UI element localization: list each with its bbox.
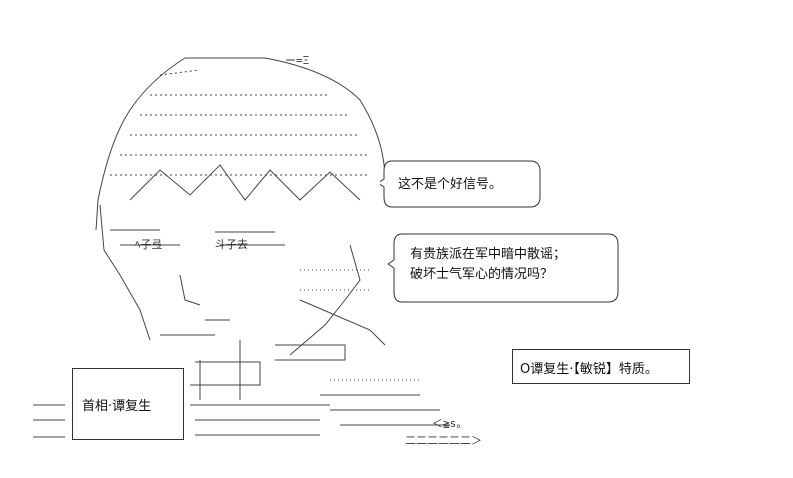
- name-plate: [72, 368, 184, 440]
- collar-right: [275, 344, 346, 361]
- speech-bubble-2-line-1: 有贵族派在军中暗中散谣；: [410, 247, 567, 262]
- left-edge-marks: [33, 404, 65, 438]
- speech-bubble-2: 有贵族派在军中暗中散谣； 破坏士气军心的情况吗？: [410, 245, 567, 285]
- shoulder-right-slope: [299, 299, 386, 346]
- eye-left-line: [110, 229, 180, 246]
- eye-right-mark: 斗子去: [215, 238, 248, 251]
- smirk-mark: ＜≧s。: [432, 417, 468, 430]
- eye-left-mark: ﾍ子弖: [135, 238, 163, 251]
- speech-bubble-1: 这不是个好信号。: [398, 175, 503, 195]
- hair-left-curve: [95, 57, 186, 231]
- speech-bubble-1-text: 这不是个好信号。: [398, 177, 503, 192]
- shoulder-lines: [190, 394, 450, 436]
- hair-right-curve: [264, 57, 386, 181]
- face-left-edge: [99, 204, 151, 341]
- shoulder-dots: [300, 269, 420, 381]
- face-right-edge: [289, 244, 361, 356]
- collar-left: [190, 361, 261, 386]
- neck-line: [199, 340, 241, 400]
- speech-bubble-2-line-2: 破坏士气军心的情况吗？: [410, 267, 554, 282]
- eye-right-line: [215, 231, 285, 246]
- trait-note-box: [512, 349, 690, 384]
- chin-mark: 二二二二二二＞: [405, 434, 482, 447]
- trait-note-text: O谭复生·【敏锐】特质。: [520, 362, 658, 377]
- name-plate-text: 首相·谭复生: [82, 399, 152, 414]
- hair-fringe: [129, 164, 361, 201]
- mouth-line: [160, 319, 230, 336]
- cheek-left-mark: ー=Ξ: [285, 54, 310, 67]
- hair-strands: [110, 69, 370, 176]
- nose-line: [179, 274, 201, 306]
